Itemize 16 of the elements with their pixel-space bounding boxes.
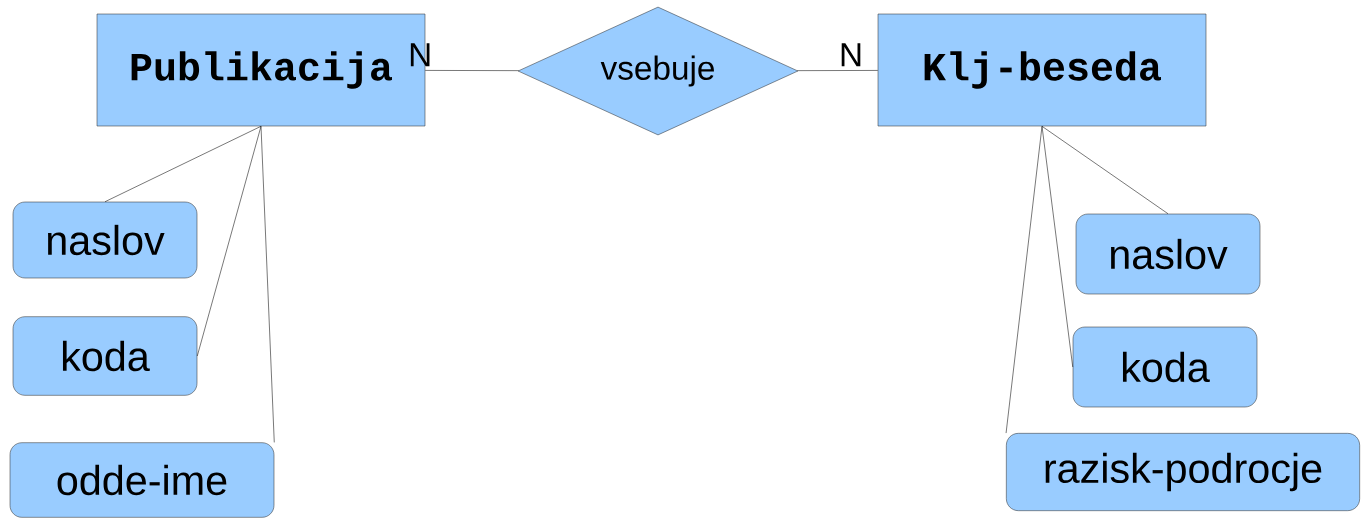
connector-line <box>104 126 262 202</box>
connector-line <box>1041 126 1169 214</box>
connector-line <box>797 70 878 71</box>
connector-line <box>1005 126 1043 434</box>
attribute-box: koda <box>1072 326 1258 408</box>
connector-line <box>425 70 519 71</box>
attribute-box: razisk-podrocje <box>1006 433 1360 511</box>
connector-line <box>260 126 275 443</box>
attribute-box: naslov <box>12 201 198 279</box>
connector-line <box>197 126 262 357</box>
cardinality-label: N <box>841 43 861 67</box>
entity-box: Klj-beseda <box>877 13 1207 127</box>
connector-line <box>1041 126 1073 368</box>
attribute-box: koda <box>12 316 198 396</box>
attribute-box: naslov <box>1075 213 1261 295</box>
attribute-box: odde-ime <box>9 442 275 518</box>
